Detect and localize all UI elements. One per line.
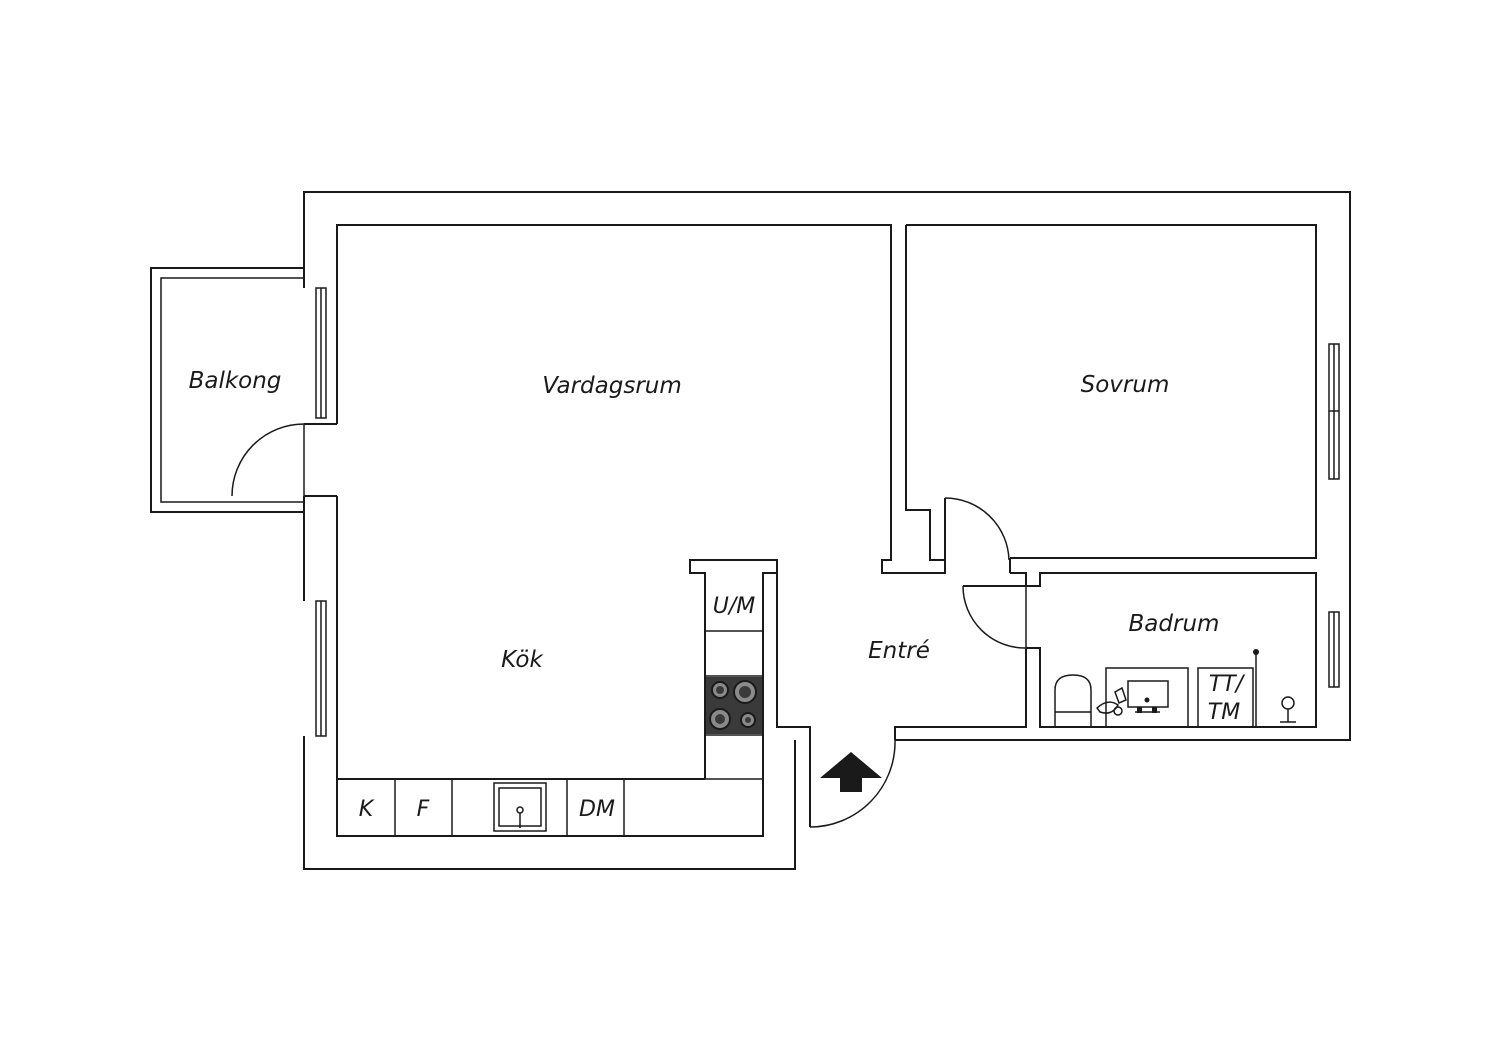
- room-label-kitchen: Kök: [501, 647, 544, 673]
- room-label-balcony: Balkong: [189, 368, 282, 394]
- toilet-icon: [1054, 674, 1092, 727]
- bathroom-walls: [963, 558, 1317, 728]
- appliance-label-washer-dryer-2: TM: [1208, 700, 1240, 725]
- kitchen-counter-column: [705, 630, 763, 736]
- stove-icon: [706, 677, 762, 734]
- appliance-label-dishwasher: DM: [579, 797, 615, 822]
- room-label-bathroom: Badrum: [1129, 611, 1220, 637]
- living-kitchen-walls: [336, 224, 946, 837]
- appliance-label-fridge: K: [359, 797, 375, 822]
- bedroom-walls: [905, 224, 1317, 561]
- kitchen-counter-row: [394, 778, 763, 836]
- entrance-arrow-icon: [820, 752, 882, 792]
- balcony-outline: [150, 267, 304, 513]
- appliance-label-freezer: F: [417, 797, 430, 822]
- outer-walls: [303, 191, 1351, 870]
- doors: [231, 423, 1027, 828]
- washbasin-icon: [1095, 667, 1189, 728]
- washer-dryer-cabinet: [1197, 667, 1254, 728]
- shower-icon: [1253, 649, 1296, 727]
- windows: [315, 287, 1340, 737]
- room-label-living-room: Vardagsrum: [542, 373, 682, 399]
- appliance-label-washer-dryer-1: TT/: [1209, 672, 1246, 697]
- room-label-bedroom: Sovrum: [1081, 372, 1170, 398]
- sink-icon: [493, 782, 547, 832]
- hall-walls: [776, 573, 1027, 827]
- room-label-hall: Entré: [868, 638, 930, 664]
- appliance-label-oven-microwave: U/M: [713, 594, 756, 619]
